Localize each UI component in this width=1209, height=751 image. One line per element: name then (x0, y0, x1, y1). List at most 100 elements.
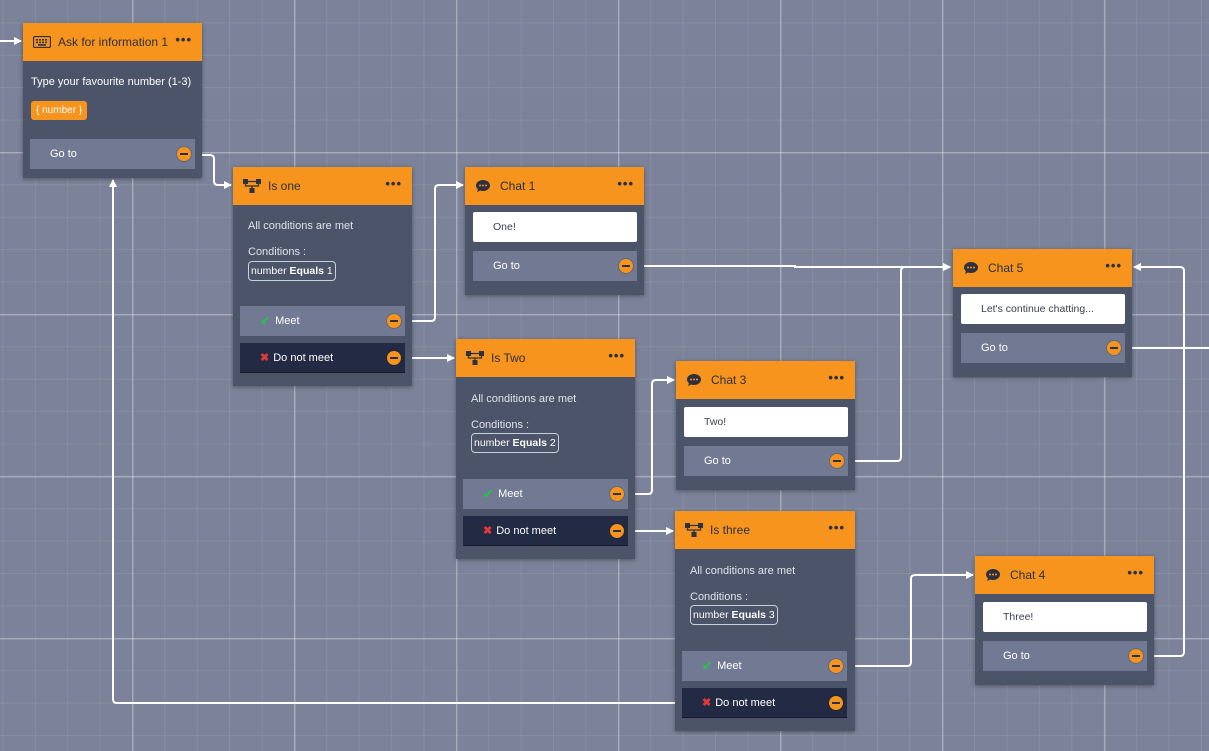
conditions-label: Conditions : (690, 591, 749, 603)
chat-message[interactable]: One! (473, 212, 637, 242)
do-not-meet-port[interactable]: ✖ Do not meet (682, 688, 847, 718)
cross-icon: ✖ (702, 697, 712, 709)
cross-icon: ✖ (483, 525, 493, 537)
chat4-node-header[interactable]: Chat 4 ••• (975, 556, 1154, 594)
node-menu-button[interactable]: ••• (385, 175, 402, 191)
remove-port-icon[interactable] (610, 524, 624, 538)
node-menu-button[interactable]: ••• (175, 31, 192, 47)
node-title: Chat 5 (988, 261, 1024, 275)
is-one-node[interactable]: Is one ••• All conditions are met Condit… (233, 167, 412, 386)
condition-icon (685, 523, 703, 537)
condition-mode: All conditions are met (690, 565, 796, 577)
meet-port[interactable]: ✔ Meet (463, 479, 628, 509)
remove-port-icon[interactable] (830, 454, 844, 468)
node-menu-button[interactable]: ••• (608, 347, 625, 363)
wire-chat3-to-chat5 (855, 263, 951, 462)
chat-bubble-icon (686, 373, 704, 387)
condition-mode: All conditions are met (471, 393, 577, 405)
goto-label: Go to (493, 260, 520, 272)
is-one-node-header[interactable]: Is one ••• (233, 167, 412, 205)
chat-bubble-icon (985, 568, 1003, 582)
remove-port-icon[interactable] (829, 696, 843, 710)
chat-bubble-icon (963, 261, 981, 275)
chat5-node-header[interactable]: Chat 5 ••• (953, 249, 1132, 287)
condition-value: 2 (549, 437, 556, 449)
chat-message[interactable]: Let's continue chatting... (961, 294, 1125, 324)
node-menu-button[interactable]: ••• (617, 175, 634, 191)
ask-node-header[interactable]: Ask for information 1 ••• (23, 23, 202, 61)
node-title: Is Two (491, 351, 526, 365)
goto-port[interactable]: Go to (473, 251, 637, 281)
condition-operator: Equals (512, 437, 547, 449)
remove-port-icon[interactable] (1107, 341, 1121, 355)
wire-is-three-meet-to-chat4 (855, 571, 974, 667)
condition-tag[interactable]: number Equals 2 (471, 433, 559, 453)
condition-field: number (251, 265, 287, 277)
keyboard-icon (33, 35, 51, 49)
remove-port-icon[interactable] (387, 314, 401, 328)
chat1-node[interactable]: Chat 1 ••• One! Go to (465, 167, 644, 295)
do-not-meet-port[interactable]: ✖ Do not meet (463, 516, 628, 546)
chat-bubble-icon (475, 179, 493, 193)
goto-label: Go to (704, 455, 731, 467)
goto-port[interactable]: Go to (30, 139, 195, 169)
is-two-node-header[interactable]: Is Two ••• (456, 339, 635, 377)
cross-icon: ✖ (260, 352, 270, 364)
condition-mode: All conditions are met (248, 220, 354, 232)
chat-message[interactable]: Two! (684, 407, 848, 437)
remove-port-icon[interactable] (1129, 649, 1143, 663)
remove-port-icon[interactable] (387, 351, 401, 365)
meet-port[interactable]: ✔ Meet (240, 306, 405, 336)
goto-port[interactable]: Go to (961, 333, 1125, 363)
check-icon: ✔ (260, 314, 271, 328)
node-menu-button[interactable]: ••• (828, 369, 845, 385)
wire-is-two-meet-to-chat3 (635, 376, 675, 495)
chat1-node-header[interactable]: Chat 1 ••• (465, 167, 644, 205)
do-not-meet-label: Do not meet (496, 524, 557, 537)
node-menu-button[interactable]: ••• (1127, 564, 1144, 580)
node-menu-button[interactable]: ••• (828, 519, 845, 535)
node-title: Ask for information 1 (58, 35, 169, 49)
conditions-label: Conditions : (471, 419, 530, 431)
check-icon: ✔ (702, 659, 713, 673)
chat3-node-header[interactable]: Chat 3 ••• (676, 361, 855, 399)
condition-field: number (474, 437, 510, 449)
wire-ask-to-is-one (202, 154, 232, 189)
ask-node[interactable]: Ask for information 1 ••• Type your favo… (23, 23, 202, 178)
remove-port-icon[interactable] (610, 487, 624, 501)
meet-port[interactable]: ✔ Meet (682, 651, 847, 681)
condition-field: number (693, 609, 729, 621)
goto-label: Go to (981, 342, 1008, 354)
remove-port-icon[interactable] (829, 659, 843, 673)
goto-port[interactable]: Go to (684, 446, 848, 476)
wire-is-one-meet-to-chat1 (412, 181, 464, 322)
is-three-node-header[interactable]: Is three ••• (675, 511, 855, 549)
node-title: Chat 3 (711, 373, 747, 387)
goto-label: Go to (50, 148, 77, 160)
chat3-node[interactable]: Chat 3 ••• Two! Go to (676, 361, 855, 490)
goto-port[interactable]: Go to (983, 641, 1147, 671)
do-not-meet-label: Do not meet (273, 351, 334, 364)
condition-tag[interactable]: number Equals 1 (248, 261, 336, 281)
condition-icon (243, 179, 261, 193)
meet-label: Meet (717, 660, 742, 672)
node-title: Is three (710, 523, 751, 537)
chat5-node[interactable]: Chat 5 ••• Let's continue chatting... Go… (953, 249, 1132, 377)
condition-operator: Equals (731, 609, 766, 621)
condition-value: 3 (768, 609, 775, 621)
wire-chat1-to-chat5 (644, 263, 951, 271)
chat4-node[interactable]: Chat 4 ••• Three! Go to (975, 556, 1154, 685)
is-two-node[interactable]: Is Two ••• All conditions are met Condit… (456, 339, 635, 559)
chat-message[interactable]: Three! (983, 602, 1147, 632)
remove-port-icon[interactable] (619, 259, 633, 273)
remove-port-icon[interactable] (177, 147, 191, 161)
condition-value: 1 (326, 265, 333, 277)
meet-label: Meet (275, 315, 300, 327)
is-three-node[interactable]: Is three ••• All conditions are met Cond… (675, 511, 855, 731)
node-menu-button[interactable]: ••• (1105, 257, 1122, 273)
do-not-meet-port[interactable]: ✖ Do not meet (240, 343, 405, 373)
check-icon: ✔ (483, 487, 494, 501)
condition-operator: Equals (289, 265, 324, 277)
condition-tag[interactable]: number Equals 3 (690, 605, 778, 625)
meet-label: Meet (498, 488, 523, 500)
